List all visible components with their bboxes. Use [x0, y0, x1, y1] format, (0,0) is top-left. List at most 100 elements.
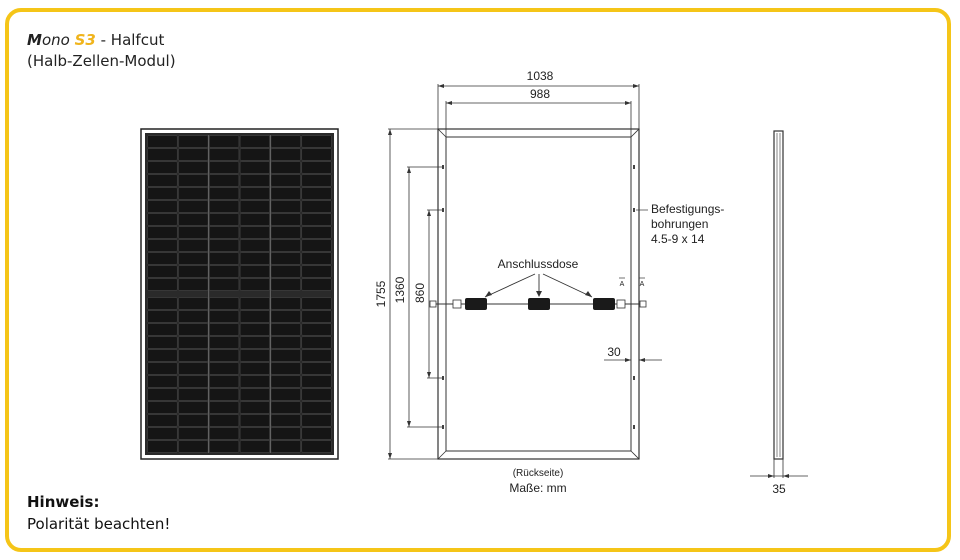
solar-cell — [147, 440, 178, 453]
solar-cell — [239, 213, 270, 226]
dim-height-1360: 1360 — [393, 276, 407, 303]
solar-cell — [239, 310, 270, 323]
solar-cell — [270, 388, 301, 401]
solar-cell — [178, 161, 209, 174]
solar-cell — [147, 213, 178, 226]
solar-cell — [301, 310, 332, 323]
solar-cell — [239, 135, 270, 148]
solar-cell — [147, 174, 178, 187]
solar-cell — [301, 388, 332, 401]
solar-cell — [301, 174, 332, 187]
solar-cell — [301, 427, 332, 440]
solar-cell — [209, 239, 240, 252]
solar-cell — [239, 148, 270, 161]
solar-cell — [209, 265, 240, 278]
solar-cell — [147, 336, 178, 349]
solar-cell — [209, 278, 240, 291]
solar-cell — [301, 401, 332, 414]
solar-cell — [301, 161, 332, 174]
solar-cell — [239, 440, 270, 453]
solar-cell — [147, 427, 178, 440]
solar-cell — [270, 239, 301, 252]
solar-cell — [178, 401, 209, 414]
solar-cell — [147, 200, 178, 213]
solar-cells-grid — [147, 135, 332, 453]
solar-cell — [270, 135, 301, 148]
solar-cell — [178, 135, 209, 148]
solar-cell — [239, 388, 270, 401]
junction-box-right — [593, 298, 615, 310]
solar-cell — [147, 362, 178, 375]
note-heading: Hinweis: — [27, 493, 100, 511]
solar-cell — [147, 252, 178, 265]
solar-cell — [209, 161, 240, 174]
dim-thickness: 35 — [772, 482, 786, 496]
solar-cell — [147, 310, 178, 323]
solar-cell — [178, 187, 209, 200]
solar-cell — [239, 239, 270, 252]
solar-cell — [301, 349, 332, 362]
solar-cell — [178, 278, 209, 291]
solar-cell — [209, 252, 240, 265]
solar-cell — [178, 148, 209, 161]
solar-cell — [147, 278, 178, 291]
mount-holes-line3: 4.5-9 x 14 — [651, 232, 705, 246]
solar-cell — [178, 174, 209, 187]
solar-cell — [178, 349, 209, 362]
title-suffix: - Halfcut — [95, 31, 165, 49]
solar-cell — [209, 148, 240, 161]
solar-cell — [209, 440, 240, 453]
solar-cell — [239, 226, 270, 239]
cable-and-junction-boxes — [429, 298, 647, 310]
solar-cell — [301, 200, 332, 213]
solar-cell — [270, 148, 301, 161]
solar-cell — [239, 174, 270, 187]
solar-cell — [301, 213, 332, 226]
solar-cell — [178, 375, 209, 388]
solar-cell — [209, 213, 240, 226]
solar-cell — [270, 375, 301, 388]
solar-cell — [239, 401, 270, 414]
solar-cell — [270, 252, 301, 265]
solar-cell — [301, 375, 332, 388]
solar-cell — [178, 239, 209, 252]
solar-cell — [178, 310, 209, 323]
junction-box-left — [465, 298, 487, 310]
solar-cell — [209, 323, 240, 336]
solar-cell — [178, 323, 209, 336]
solar-cell — [270, 310, 301, 323]
solar-cell — [301, 239, 332, 252]
solar-cell — [301, 226, 332, 239]
solar-cell — [239, 323, 270, 336]
solar-cell — [209, 349, 240, 362]
solar-cell — [270, 362, 301, 375]
panel-front-view — [140, 128, 339, 460]
title-mono-rest: ono — [41, 31, 70, 49]
dim-width-outer: 1038 — [527, 69, 554, 83]
solar-cell — [270, 440, 301, 453]
solar-cell — [301, 362, 332, 375]
solar-cell — [301, 135, 332, 148]
solar-cell — [147, 135, 178, 148]
page-title: Mono S3 - Halfcut — [27, 29, 164, 51]
solar-cell — [270, 226, 301, 239]
solar-cell — [270, 187, 301, 200]
solar-cell — [209, 375, 240, 388]
solar-cell — [239, 362, 270, 375]
solar-cell — [239, 200, 270, 213]
solar-cell — [147, 148, 178, 161]
solar-cell — [239, 265, 270, 278]
solar-cell — [209, 388, 240, 401]
solar-cell — [178, 252, 209, 265]
solar-cell — [270, 213, 301, 226]
solar-cell — [147, 401, 178, 414]
solar-cell — [178, 388, 209, 401]
solar-cell — [178, 226, 209, 239]
dim-30: 30 — [607, 345, 621, 359]
section-mark-left: A — [620, 281, 625, 288]
solar-cell — [301, 278, 332, 291]
solar-cell — [209, 200, 240, 213]
solar-cell — [239, 297, 270, 310]
solar-cell — [239, 336, 270, 349]
